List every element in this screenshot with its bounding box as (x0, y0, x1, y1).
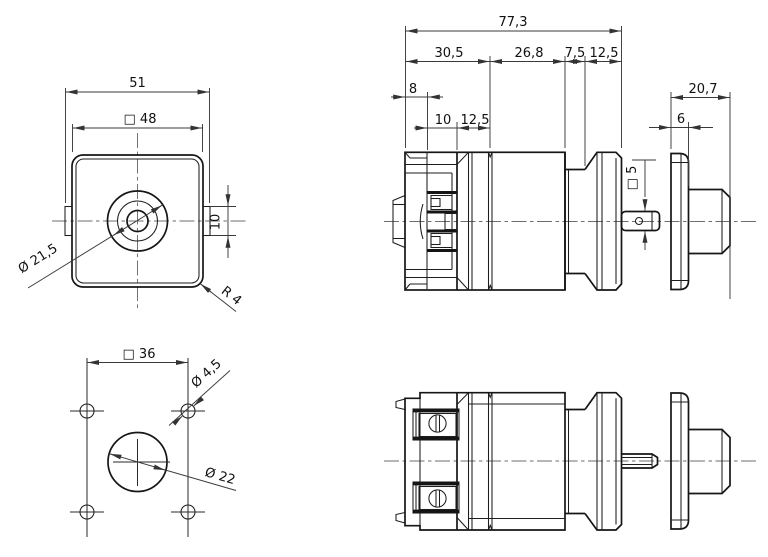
section-body-label: 26,8 (515, 46, 544, 61)
bore-diameter-label: Ø 22 (203, 465, 237, 488)
dim-sections-row: 30,5 26,8 7,5 12,5 (405, 46, 622, 64)
hole-pattern-label: □ 36 (123, 347, 156, 362)
plug-nose (392, 195, 406, 248)
shaft-hole (634, 216, 644, 226)
dim-hole-pattern: □ 36 (87, 347, 188, 365)
dim-nose-depth: 8 (391, 82, 443, 100)
lug-depth-label: 10 (435, 113, 452, 128)
mounting-hole (180, 504, 196, 520)
boss-bore-circle (126, 209, 149, 233)
corner-radius-label: R 4 (218, 284, 244, 309)
dim-square-width: □ 48 (72, 112, 203, 152)
mounting-hole (180, 403, 196, 419)
side-view: 77,3 30,5 26,8 7,5 12,5 8 (384, 15, 757, 299)
seal-arc (419, 203, 424, 240)
nose-bump-top (395, 398, 406, 411)
section-neck-label: 7,5 (565, 46, 586, 61)
boss-outer-circle (106, 190, 169, 252)
mounting-hole (79, 403, 95, 419)
shaft-square-label: □ 5 (625, 166, 640, 191)
dim-coupler-length: 20,7 (671, 82, 730, 100)
screw-pocket-lower (412, 481, 460, 514)
housing-rotated (404, 391, 566, 531)
dim-boss-diameter: Ø 21,5 (16, 204, 163, 289)
coupler-knob-rotated (688, 428, 731, 495)
boss-diameter-label: Ø 21,5 (16, 241, 61, 277)
coupler-length-label: 20,7 (689, 82, 718, 97)
dim-tab-height: 10 (209, 185, 236, 258)
boss-middle-circle (116, 200, 159, 242)
center-key (444, 212, 458, 231)
screw-pocket-upper (412, 408, 460, 441)
dim-total-length: 77,3 (405, 15, 622, 34)
section-ring-label: 12,5 (590, 46, 619, 61)
mounting-hole (79, 504, 95, 520)
extension-lines (405, 26, 731, 299)
nose-depth-label: 8 (409, 82, 417, 97)
contact-pocket-upper (427, 190, 457, 214)
mounting-view: □ 36 Ø 4,5 Ø 22 (70, 347, 237, 537)
hole-diameter-label: Ø 4,5 (189, 357, 225, 392)
drive-shaft (620, 210, 661, 232)
dim-hole-diameter: Ø 4,5 (168, 357, 231, 426)
square-width-label: □ 48 (124, 112, 157, 127)
dim-overall-width: 51 (65, 76, 210, 203)
side-view-rotated (384, 391, 757, 531)
body-cylinder-rotated (467, 392, 565, 531)
nose-bump-bottom (395, 511, 406, 524)
collar-depth-label: 12,5 (461, 113, 490, 128)
drive-shaft-rotated (621, 453, 659, 469)
dim-bore-diameter: Ø 22 (109, 453, 237, 491)
contact-pocket-lower (427, 229, 457, 253)
overall-width-label: 51 (129, 76, 146, 91)
coupler-flange-thickness-label: 6 (677, 112, 685, 127)
right-tab (202, 205, 211, 237)
coupler-rotated (670, 392, 731, 530)
section-bayonet-label: 30,5 (435, 46, 464, 61)
tab-height-label: 10 (209, 214, 224, 231)
front-view: 51 □ 48 10 Ø 21,5 (16, 76, 249, 312)
dim-lug-row: 10 12,5 (414, 113, 490, 131)
flange-inner-square (75, 158, 200, 284)
dim-corner-radius: R 4 (199, 283, 244, 312)
left-tab (64, 205, 73, 237)
total-length-label: 77,3 (499, 15, 528, 30)
terminal-screw (428, 414, 447, 433)
dim-shaft-square: □ 5 (625, 159, 656, 250)
terminal-screw (428, 489, 447, 508)
neck-and-ring-rotated (565, 391, 623, 531)
dim-coupler-flange-thickness: 6 (649, 112, 713, 130)
body-cylinder (456, 151, 566, 291)
